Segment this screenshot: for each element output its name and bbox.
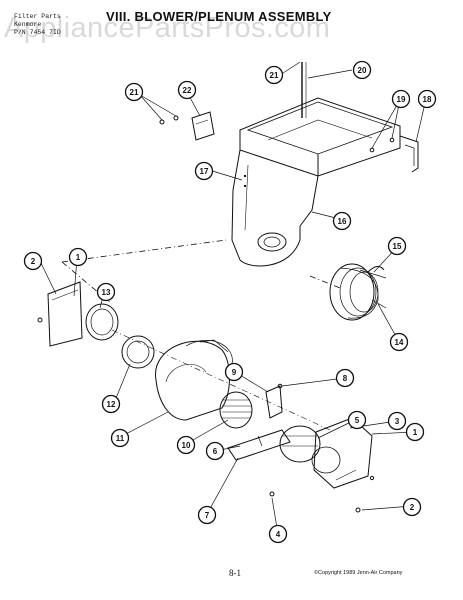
heater-coil-drawing: [329, 263, 387, 321]
callout-bubble: [391, 89, 411, 109]
callout-bubble: [347, 410, 367, 430]
callout-bubble: [389, 332, 409, 352]
callout-bubble: [197, 505, 217, 525]
page-number: 8-1: [229, 568, 241, 578]
callout-bubble: [194, 161, 214, 181]
callout-bubble: [101, 394, 121, 414]
header-line-3: P/N 7454 7ID: [14, 29, 61, 36]
callout-bubble: [205, 441, 225, 461]
callout-number: 10: [182, 441, 191, 450]
callout-number: 20: [358, 66, 367, 75]
callout-number: 17: [200, 167, 209, 176]
callout-number: 6: [213, 447, 218, 456]
callout-bubble: [352, 60, 372, 80]
callout-bubble: [387, 236, 407, 256]
callout-number: 21: [270, 71, 279, 80]
callout-number: 19: [397, 95, 406, 104]
callout-bubble: [332, 211, 352, 231]
plenum-drawing: [159, 62, 419, 267]
callout-number: 5: [355, 416, 360, 425]
callout-number: 12: [107, 400, 116, 409]
callout-bubble: [176, 435, 196, 455]
callout-bubble: [177, 80, 197, 100]
callout-number: 2: [31, 257, 36, 266]
callout-number: 16: [338, 217, 347, 226]
callout-number: 22: [183, 86, 192, 95]
callout-bubble: [110, 428, 130, 448]
leader-lines: [39, 61, 427, 535]
page-title: VIII. BLOWER/PLENUM ASSEMBLY: [106, 9, 332, 24]
callout-number: 7: [205, 511, 210, 520]
callout-bubble: [264, 65, 284, 85]
callout-number: 13: [102, 288, 111, 297]
callout-number: 4: [276, 530, 281, 539]
callout-number: 11: [116, 434, 125, 443]
callout-bubble: [402, 497, 422, 517]
callout-number: 2: [410, 503, 415, 512]
callout-number: 14: [395, 338, 404, 347]
callout-bubble: [224, 362, 244, 382]
callout-number: 9: [232, 368, 237, 377]
callout-bubble: [23, 251, 43, 271]
callout-number: 15: [393, 242, 402, 251]
callout-bubble: [124, 82, 144, 102]
callout-number: 1: [76, 253, 81, 262]
callout-number: 3: [395, 417, 400, 426]
callout-bubble: [387, 411, 407, 431]
duct-assembly-drawing: [37, 239, 375, 513]
callout-number: 21: [130, 88, 139, 97]
header-line-2: Kenmore: [14, 21, 42, 28]
callout-number: 1: [413, 428, 418, 437]
callout-bubble: [335, 368, 355, 388]
callout-number: 18: [423, 95, 432, 104]
callout-bubble: [417, 89, 437, 109]
header-line-1: Filter Parts: [14, 13, 61, 20]
watermark: AppliancePartsPros.com: [4, 12, 331, 44]
callout-bubble: [68, 247, 88, 267]
callout-number: 8: [343, 374, 348, 383]
callout-bubble: [96, 282, 116, 302]
copyright-notice: ©Copyright 1989 Jenn-Air Company: [314, 570, 403, 576]
callout-bubble: [405, 422, 425, 442]
callout-bubble: [268, 524, 288, 544]
